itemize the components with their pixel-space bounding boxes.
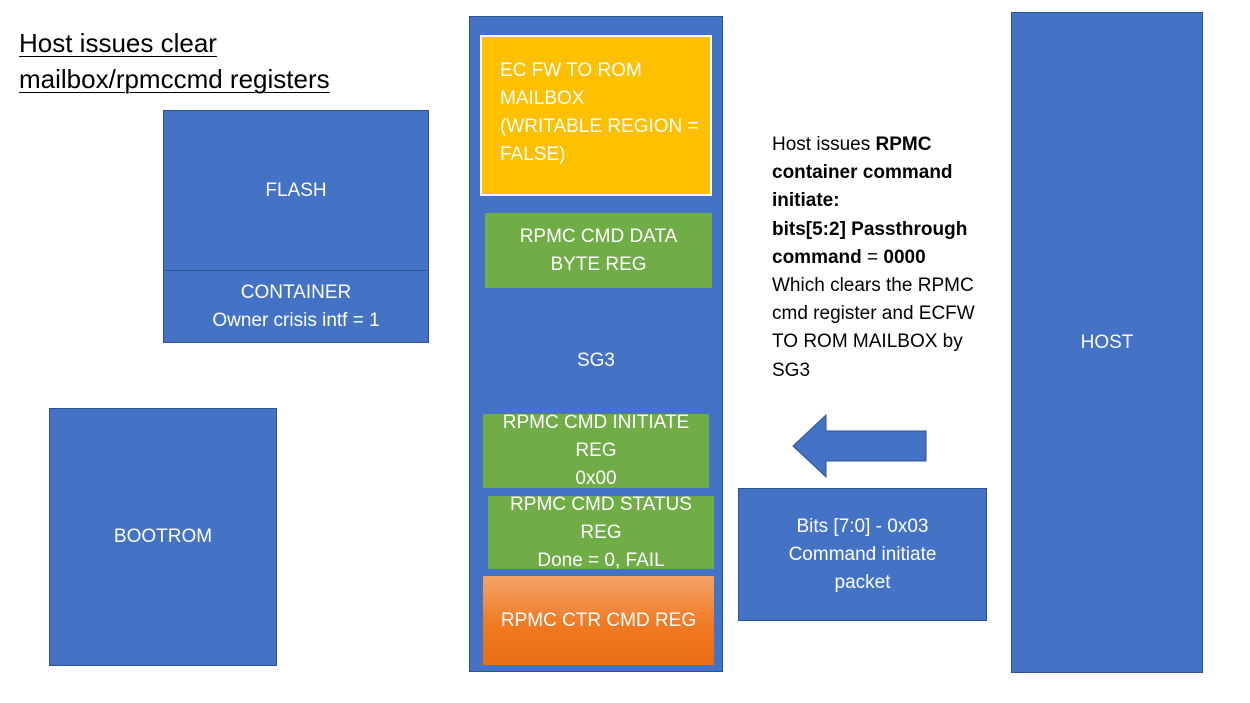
host-command-description: Host issues RPMC container command initi… [772,131,1002,385]
desc-bold2: bits[5:2] Passthrough command [772,218,968,268]
rpmc-cmd-data-reg-label: RPMC CMD DATA BYTE REG [519,225,678,275]
flash-block: FLASH [163,110,429,271]
container-block: CONTAINER Owner crisis intf = 1 [163,270,429,343]
command-packet-label: Bits [7:0] - 0x03 Command initiate packe… [788,515,937,593]
rpmc-cmd-data-reg: RPMC CMD DATA BYTE REG [485,213,712,288]
bootrom-label: BOOTROM [113,526,213,547]
command-packet-block: Bits [7:0] - 0x03 Command initiate packe… [738,488,987,621]
sg3-label: SG3 [576,350,616,371]
flash-label: FLASH [265,179,327,201]
desc-part2: = [861,246,884,268]
container-label: CONTAINER Owner crisis intf = 1 [212,281,380,331]
page-title: Host issues clear mailbox/rpmccmd regist… [19,28,330,94]
host-label: HOST [1080,331,1134,353]
desc-bold1: RPMC container command initiate: [772,134,953,212]
desc-bold3: 0000 [883,246,926,268]
rpmc-cmd-initiate-reg: RPMC CMD INITIATE REG 0x00 [483,412,709,489]
desc-part1: Host issues [772,134,876,155]
rpmc-ctr-cmd-reg: RPMC CTR CMD REG [483,576,714,665]
rpmc-cmd-status-reg: RPMC CMD STATUS REG Done = 0, FAIL [488,494,714,571]
host-block: HOST [1011,12,1203,673]
rpmc-ctr-cmd-reg-label: RPMC CTR CMD REG [500,609,697,631]
desc-part3: Which clears the RPMC cmd register and E… [772,275,975,381]
rpmc-cmd-status-reg-label: RPMC CMD STATUS REG Done = 0, FAIL [510,493,692,571]
left-arrow-icon [792,414,927,478]
bootrom-block: BOOTROM [49,408,277,666]
rpmc-cmd-initiate-reg-label: RPMC CMD INITIATE REG 0x00 [502,412,690,489]
ecfw-rom-mailbox: EC FW TO ROM MAILBOX (WRITABLE REGION = … [480,35,712,196]
